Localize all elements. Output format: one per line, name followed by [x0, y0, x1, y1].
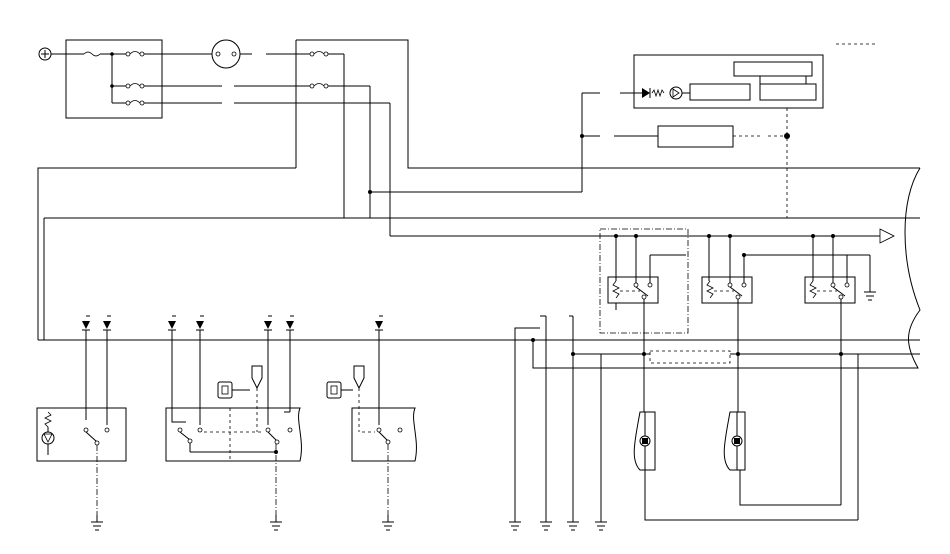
diode-icon	[82, 315, 90, 331]
control-module	[633, 54, 824, 109]
fuse-block	[65, 39, 163, 119]
relay-icon	[701, 276, 753, 304]
ground-icon	[509, 515, 521, 531]
led-icon	[41, 411, 55, 455]
battery-positive-icon	[38, 47, 52, 61]
diode-icon	[168, 315, 176, 331]
switch-unit-1	[36, 407, 127, 462]
diode-icon	[103, 315, 111, 331]
diode-icon	[286, 315, 294, 331]
fuse-icon	[125, 100, 145, 106]
fuse-icon	[125, 83, 145, 89]
diode-icon	[264, 315, 272, 331]
ground-icon	[567, 515, 579, 531]
key-icon	[326, 365, 365, 432]
diode-row	[82, 315, 383, 331]
motor-icon	[723, 411, 746, 471]
bulb-icon	[211, 39, 241, 69]
fuse-icon	[309, 51, 329, 57]
resistor-box	[657, 125, 734, 148]
ground-icon	[540, 515, 552, 531]
diode-icon	[196, 315, 204, 331]
led-icon	[669, 86, 683, 100]
motor-icon	[633, 411, 656, 471]
key-icon	[217, 365, 263, 432]
fuse-icon	[83, 51, 101, 57]
fuse-icon	[125, 51, 145, 57]
connector-arrow-icon	[879, 228, 895, 244]
ground-icon	[91, 515, 103, 531]
fuse-icon	[309, 83, 329, 89]
ground-icon	[270, 515, 282, 531]
ground-icon	[595, 515, 607, 531]
diode-icon	[642, 88, 651, 98]
ground-icon	[864, 291, 876, 301]
diode-icon	[375, 315, 383, 331]
ground-icon	[382, 515, 394, 531]
relay-icon	[607, 276, 659, 304]
